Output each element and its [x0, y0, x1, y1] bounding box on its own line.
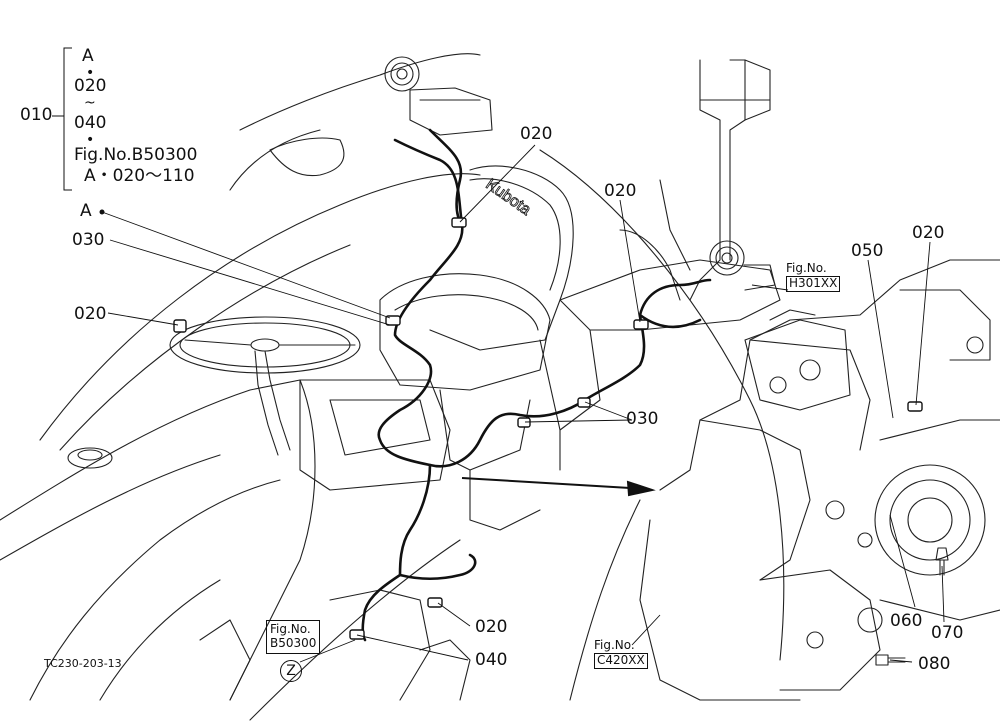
group-line-1: A	[82, 46, 94, 66]
left-work-lamp	[384, 56, 420, 92]
operator-seat	[429, 165, 574, 351]
fuel-cap	[67, 447, 113, 469]
hood-outline	[0, 379, 316, 701]
figref-c420xx-line2: C420XX	[594, 652, 648, 669]
fender-outline	[39, 173, 481, 441]
figref-b50300-line1: Fig.No.	[270, 622, 311, 636]
drawing-code: TC230-203-13	[44, 657, 122, 670]
clip-030-b2	[577, 397, 591, 408]
callout-030-a: 030	[72, 230, 105, 250]
wire-harness-main	[377, 128, 712, 468]
group-line-6: •	[86, 132, 95, 148]
wire-harness-to-light	[393, 138, 464, 227]
group-line-4: ~	[84, 95, 96, 111]
figref-c420xx: Fig.No. C420XX	[594, 638, 648, 669]
callout-020-right: 020	[912, 223, 945, 243]
axle-housing	[874, 464, 986, 576]
group-line-2: •	[86, 65, 95, 81]
figref-h301xx: Fig.No. H301XX	[786, 261, 841, 292]
callout-A: A	[80, 201, 92, 221]
transmission-housing	[659, 259, 1000, 491]
clip-020-right	[907, 401, 923, 412]
callout-020-top: 020	[520, 124, 553, 144]
callout-080: 080	[918, 654, 951, 674]
figref-h301xx-line2: H301XX	[786, 275, 841, 292]
right-work-lamp	[709, 240, 745, 276]
callout-020-bottom: 020	[475, 617, 508, 637]
clip-020-mid	[633, 319, 649, 330]
callout-020-left: 020	[74, 304, 107, 324]
clip-030-b1	[517, 417, 531, 428]
callout-060: 060	[890, 611, 923, 631]
callout-070: 070	[931, 623, 964, 643]
figref-b50300-line2: B50300	[270, 635, 317, 650]
callout-030-b: 030	[626, 409, 659, 429]
clip-040	[349, 629, 365, 640]
callout-050: 050	[851, 241, 884, 261]
clip-020-bottom	[427, 597, 443, 608]
figref-c420xx-line1: Fig.No.	[594, 638, 635, 652]
point-A-dot	[99, 209, 105, 215]
group-line-8: A・020～110	[84, 166, 195, 186]
clip-020-top	[451, 217, 467, 228]
wire-harness-lower	[361, 463, 432, 642]
callout-010: 010	[20, 105, 53, 125]
group-bracket	[63, 47, 72, 191]
callout-040: 040	[475, 650, 508, 670]
steering-wheel	[169, 316, 361, 374]
group-line-3: 020	[74, 76, 107, 96]
callout-020-mid: 020	[604, 181, 637, 201]
view-marker-z: Z	[280, 660, 302, 682]
figref-b50300: Fig.No. B50300	[266, 620, 321, 654]
group-line-5: 040	[74, 113, 107, 133]
figref-h301xx-line1: Fig.No.	[786, 261, 827, 275]
group-line-7: Fig.No.B50300	[74, 145, 198, 165]
